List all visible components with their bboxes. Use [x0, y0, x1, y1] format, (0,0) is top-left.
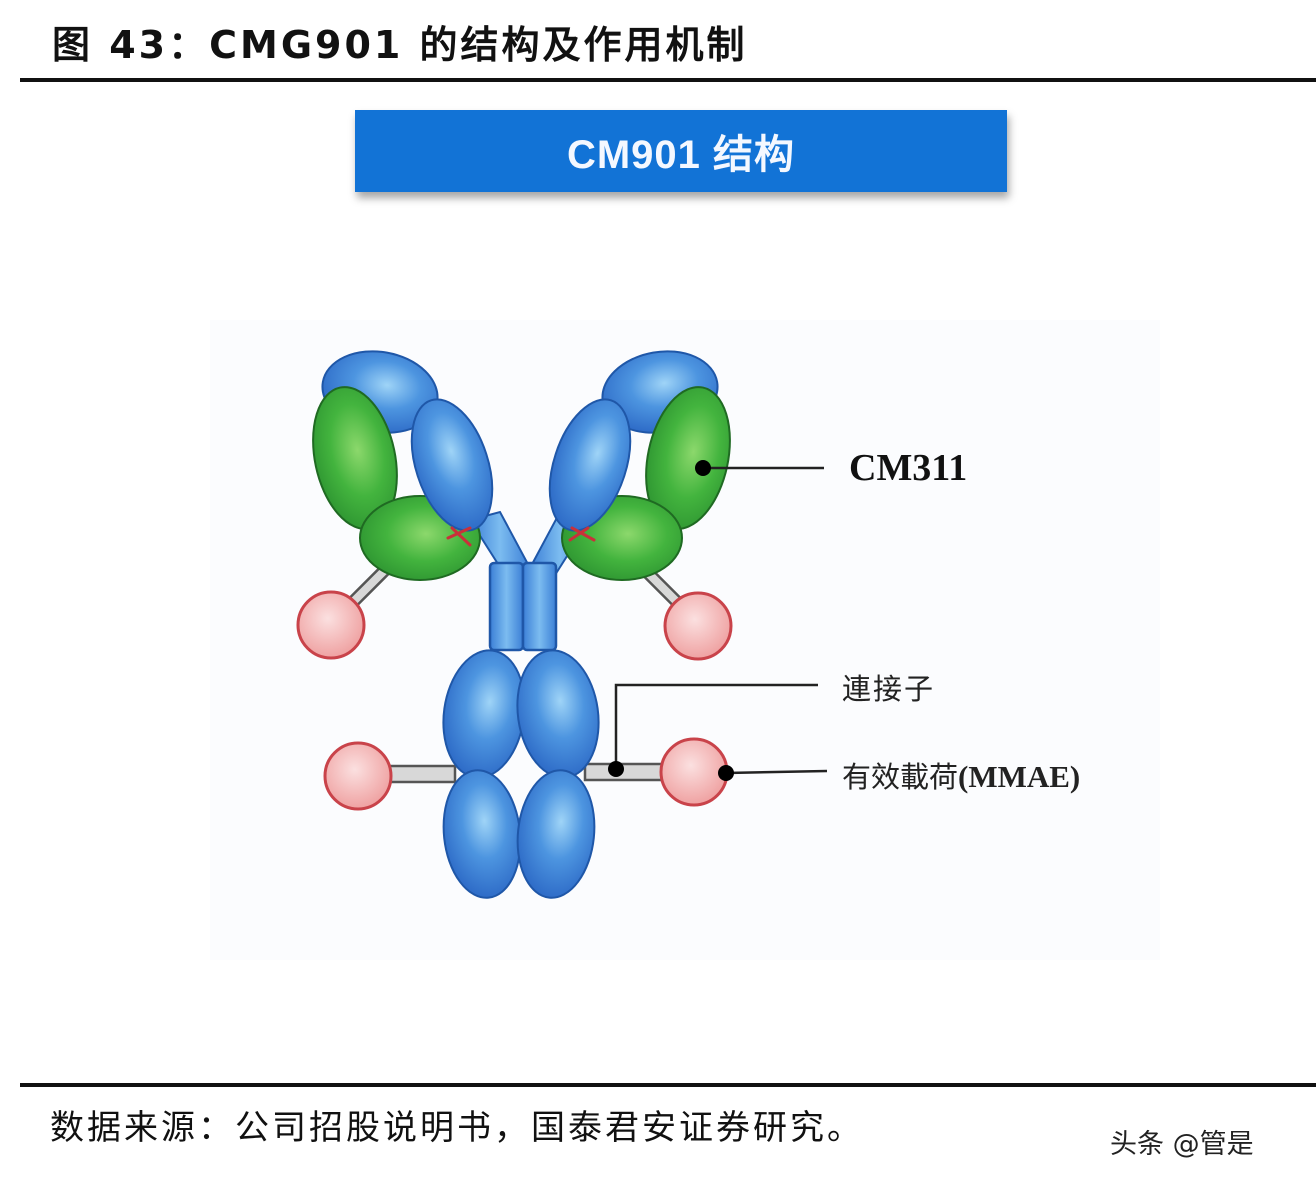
label-payload-prefix: 有效載荷: [842, 760, 959, 794]
top-divider: [20, 78, 1316, 82]
payload-sphere: [323, 741, 393, 811]
light-chain-vl-left: [312, 386, 398, 530]
fc-linker-left: [383, 764, 457, 784]
label-payload: 有效載荷(MMAE): [842, 754, 1080, 796]
label-cm311: CM311: [849, 447, 968, 489]
ch3-right: [516, 769, 596, 899]
data-source: 数据来源：公司招股说明书，国泰君安证券研究。: [50, 1108, 864, 1148]
ch2-right: [516, 649, 600, 779]
fc-linker-right: [583, 762, 672, 782]
heavy-chain-ch1-right: [548, 398, 632, 532]
label-payload-name: (MMAE): [958, 759, 1081, 794]
hinge-right: [528, 510, 592, 577]
ch2-left: [442, 649, 526, 779]
hinge-block-right: [521, 561, 558, 652]
figure-title: 图 43：CMG901 的结构及作用机制: [52, 23, 748, 67]
light-chain-cl-left: [359, 495, 481, 581]
label-linker: 連接子: [842, 672, 936, 706]
hinge-block-left: [488, 561, 525, 652]
fab-arm-left: [312, 350, 494, 581]
payload-sphere: [663, 591, 733, 661]
payload-sphere: [659, 737, 729, 807]
hinge-left: [468, 510, 532, 577]
ch3-left: [442, 769, 522, 899]
fab-arm-right: [548, 350, 731, 581]
banner-text: CM901 结构: [566, 133, 796, 177]
disulfide-bond-left: [446, 526, 472, 547]
fab-linker-left: [338, 558, 397, 617]
watermark: 头条 @管是: [1110, 1129, 1254, 1160]
disulfide-bond-right: [568, 526, 596, 542]
callout-linker: [608, 683, 818, 777]
structure-banner: CM901 结构: [355, 110, 1007, 192]
fab-linker-right: [633, 558, 692, 617]
diagram-background: [210, 320, 1160, 960]
heavy-chain-ch1-left: [410, 398, 494, 532]
callout-payload: [718, 765, 828, 781]
fc-region: [442, 649, 600, 899]
payload-sphere: [296, 590, 366, 660]
callout-cm311: [695, 460, 824, 476]
bottom-divider: [20, 1083, 1316, 1087]
light-chain-vl-right: [645, 386, 731, 530]
light-chain-cl-right: [561, 495, 683, 581]
